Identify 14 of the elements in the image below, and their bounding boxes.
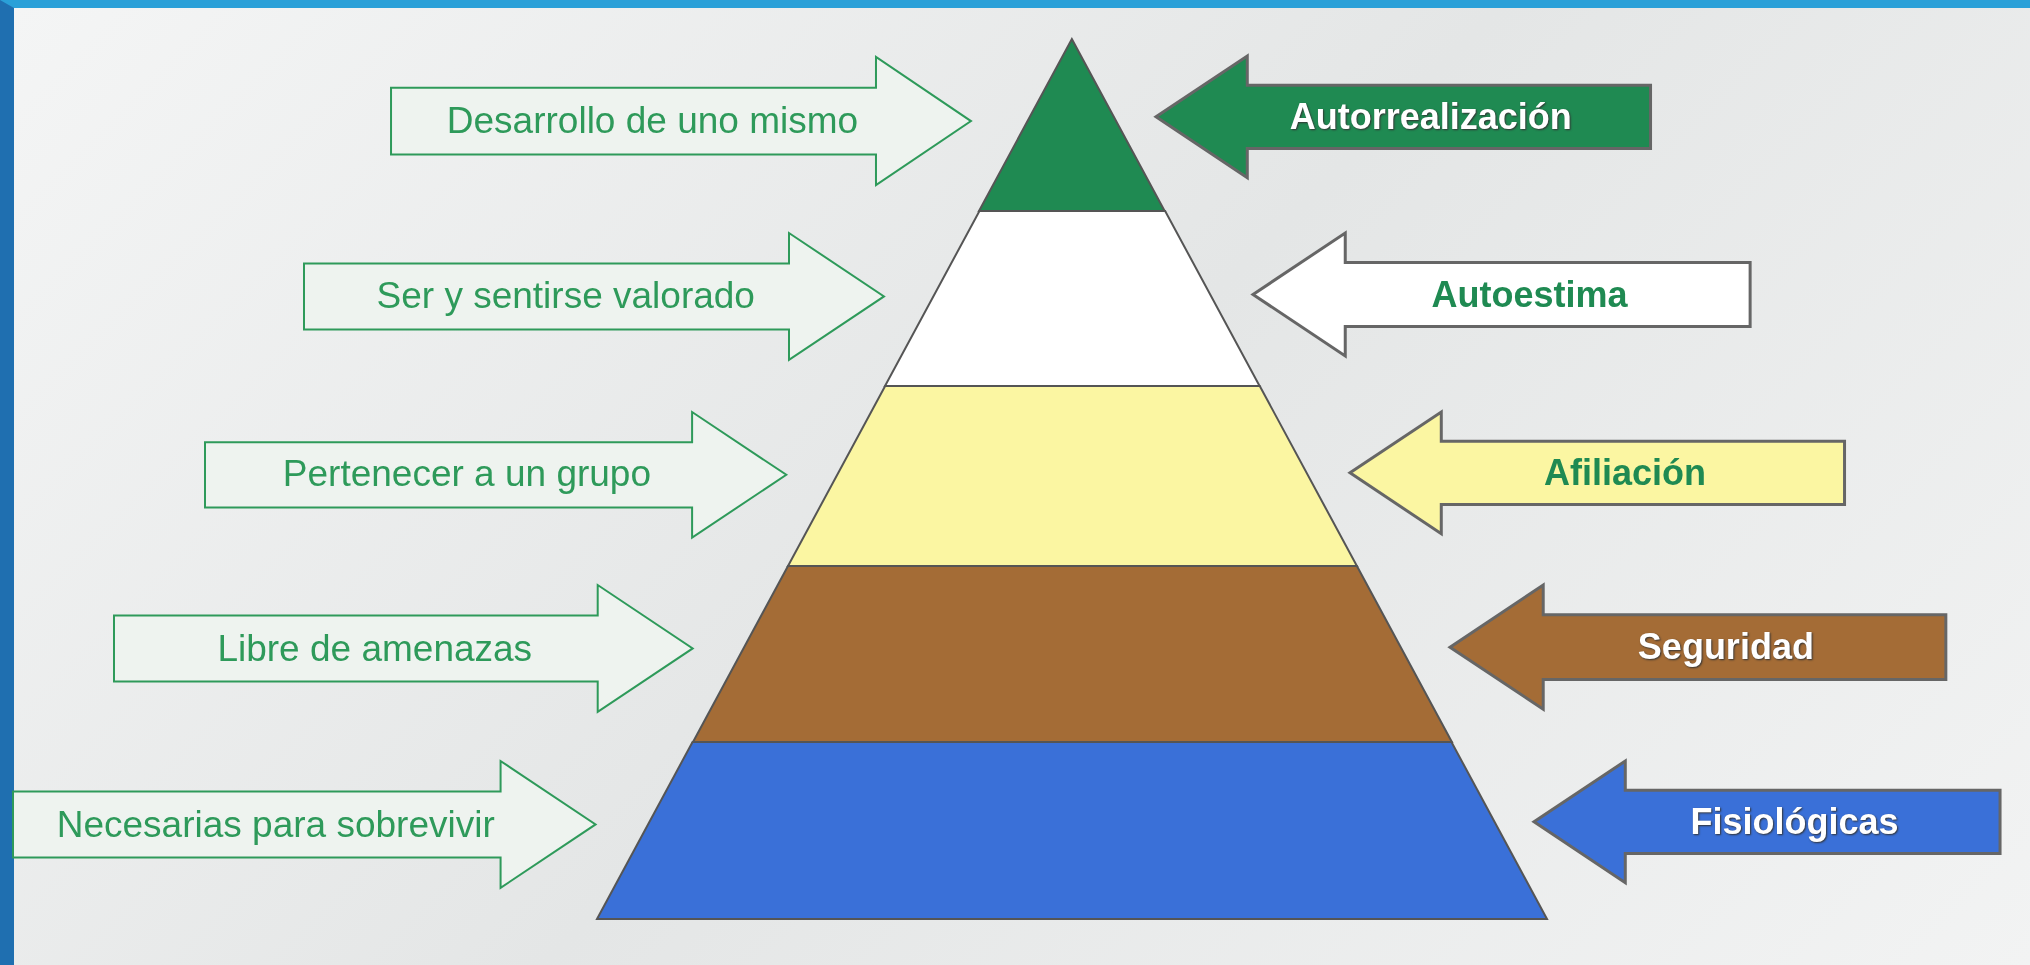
level-banner: Autorrealización <box>1156 55 1651 178</box>
pyramid-layer <box>787 386 1357 566</box>
description-banner: Ser y sentirse valorado <box>304 233 885 360</box>
pyramid-layer <box>692 566 1452 742</box>
level-banner: Autoestima <box>1253 233 1751 356</box>
description-banner: Desarrollo de uno mismo <box>390 56 971 186</box>
level-banner: Seguridad <box>1450 585 1946 710</box>
description-banner: Necesarias para sobrevivir <box>12 761 596 889</box>
description-banner: Libre de amenazas <box>113 585 693 713</box>
level-banner: Fisiológicas <box>1534 761 2001 883</box>
pyramid-layer <box>884 211 1260 386</box>
description-banner: Pertenecer a un grupo <box>204 411 786 538</box>
pyramid-layer <box>979 39 1165 211</box>
level-banner: Afiliación <box>1350 411 1845 534</box>
